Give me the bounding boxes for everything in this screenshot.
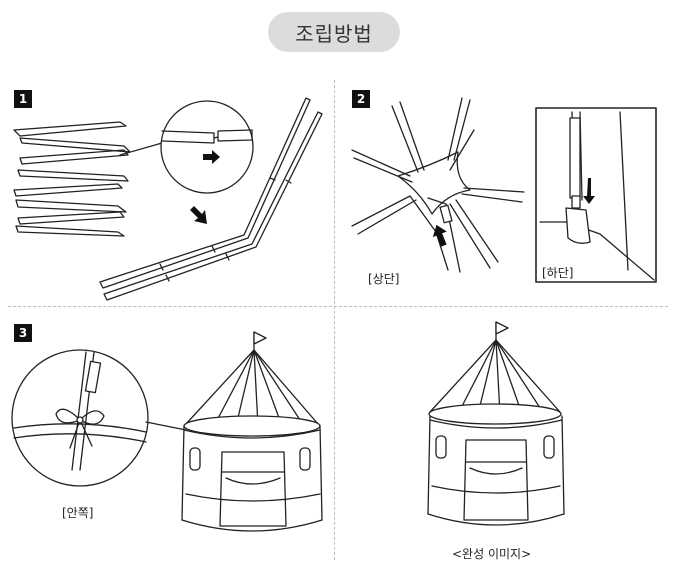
step-3-badge: 3 — [14, 324, 32, 342]
folded-poles-illustration — [13, 121, 131, 237]
hub-bottom-illustration — [535, 107, 657, 283]
caption-top: [상단] — [368, 272, 400, 286]
step-1-badge: 1 — [14, 90, 32, 108]
vertical-divider — [334, 80, 335, 560]
horizontal-divider — [8, 306, 668, 307]
zoom-connector-circle — [119, 100, 254, 194]
tent-completed — [427, 321, 565, 526]
caption-completed: <완성 이미지> — [452, 547, 532, 561]
arrow-down-right — [190, 206, 207, 224]
page-title: 조립방법 — [268, 12, 400, 52]
assembled-pole — [99, 97, 323, 301]
caption-inside: [안쪽] — [62, 506, 94, 520]
step-2-badge: 2 — [352, 90, 370, 108]
tent-step3 — [181, 331, 323, 532]
hub-top-illustration — [351, 97, 525, 273]
inside-tie-zoom — [11, 349, 187, 487]
caption-bottom: [하단] — [542, 266, 574, 280]
